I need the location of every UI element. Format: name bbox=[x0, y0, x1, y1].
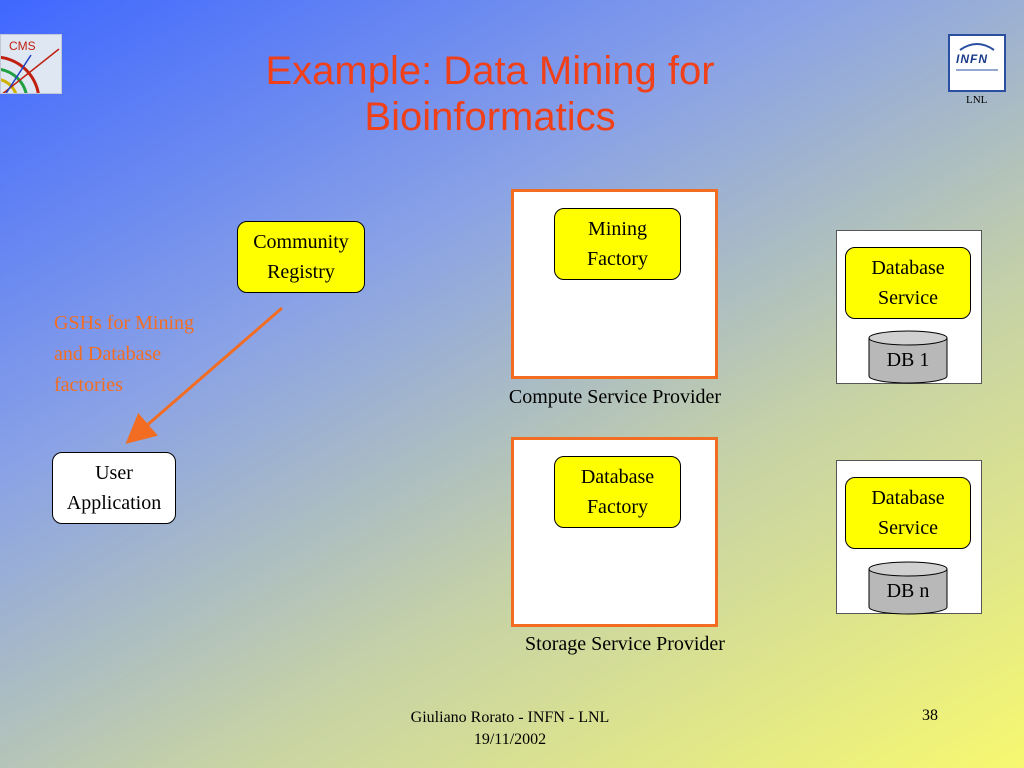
mining-factory-box: Mining Factory bbox=[554, 208, 681, 280]
community-registry-box: Community Registry bbox=[237, 221, 365, 293]
cms-logo: CMS bbox=[0, 34, 62, 94]
lnl-label: LNL bbox=[966, 94, 988, 106]
page-number: 38 bbox=[922, 707, 938, 724]
database-service-1-box: Database Service bbox=[845, 247, 971, 319]
user-application-box: User Application bbox=[52, 452, 176, 524]
slide-title: Example: Data Mining for Bioinformatics bbox=[265, 49, 715, 139]
compute-service-provider-caption: Compute Service Provider bbox=[508, 386, 722, 408]
db-n-cylinder: DB n bbox=[868, 561, 948, 615]
db-1-cylinder: DB 1 bbox=[868, 330, 948, 384]
infn-logo-text: INFN bbox=[956, 52, 988, 66]
gsh-note: GSHs for Mining and Database factories bbox=[54, 312, 195, 396]
database-service-n-box: Database Service bbox=[845, 477, 971, 549]
infn-logo: INFN bbox=[948, 34, 1006, 92]
db-n-label: DB n bbox=[886, 580, 930, 602]
db-1-label: DB 1 bbox=[886, 349, 930, 371]
storage-service-provider-caption: Storage Service Provider bbox=[525, 633, 725, 655]
footer-author: Giuliano Rorato - INFN - LNL 19/11/2002 bbox=[410, 709, 610, 748]
cms-logo-text: CMS bbox=[9, 39, 36, 53]
database-factory-box: Database Factory bbox=[554, 456, 681, 528]
